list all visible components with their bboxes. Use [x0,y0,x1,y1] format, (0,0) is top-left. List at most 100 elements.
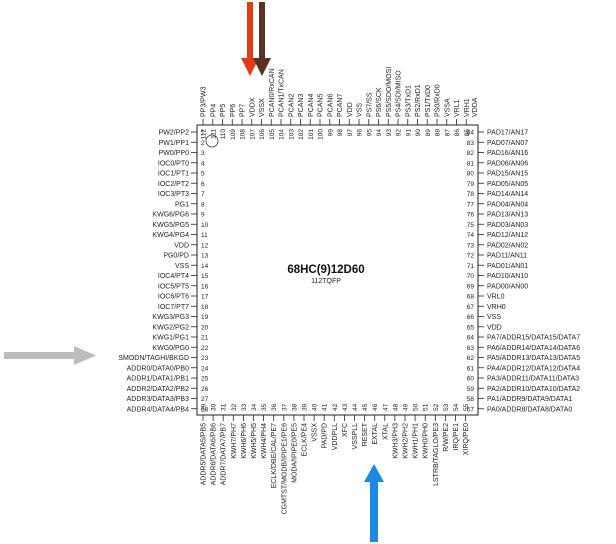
bottom-pins: 29ADDR5/DATA5/PB530ADDR6/DATA6/PB631ADDR… [201,403,471,514]
top-pins: 112PP3/PW3111PP4110PP5109PP6108PP7107VDD… [201,67,480,140]
top-pin-number: 103 [288,129,295,140]
left-pin-label: IOC5/PT5 [158,283,189,290]
left-pin-number: 23 [201,355,209,362]
brown-arrow [253,2,271,76]
top-pin-label: PP7 [240,104,247,117]
left-pin-label: PW2/PP2 [159,130,189,137]
right-pin-label: VDD [487,324,502,331]
top-pin-number: 98 [337,129,344,137]
left-pin-number: 2 [201,140,205,147]
right-pin-label: PA1/ADDR9/DATA9/DATA1 [487,396,572,403]
bottom-pin-label: KWH4/PH4 [261,423,268,459]
left-pin-number: 21 [201,335,209,342]
bottom-pin-number: 53 [443,403,450,411]
bottom-pin-number: 43 [342,403,349,411]
top-pin-label: PCAN5 [318,94,325,117]
bottom-pin-number: 42 [332,403,339,411]
right-pin-number: 80 [467,171,475,178]
right-pin-number: 82 [467,150,475,157]
right-pin-number: 61 [467,365,475,372]
left-pin-number: 4 [201,160,205,167]
top-pin-number: 96 [357,129,364,137]
left-pin-number: 17 [201,294,209,301]
top-pin-number: 89 [425,129,432,137]
bottom-pin-label: XTAL [382,423,389,440]
top-pin-label: PCAN4 [308,94,315,117]
top-pin-number: 101 [308,129,315,140]
right-pin-number: 66 [467,314,475,321]
left-pin-number: 26 [201,386,209,393]
left-pin-number: 3 [201,150,205,157]
bottom-pin-label: XFC [342,423,349,437]
bottom-pin-label: ADDR5/DATA5/PB5 [201,423,208,485]
bottom-pin-label: KWH1/PH1 [413,423,420,459]
right-pin-label: PAD15/AN15 [487,171,528,178]
left-pin-label: ADDR1/DATA1/PB1 [127,376,189,383]
top-pin-number: 91 [405,129,412,137]
bottom-pin-number: 55 [463,403,470,411]
right-pin-label: PAD05/AN05 [487,181,528,188]
left-pin-number: 28 [201,406,209,413]
top-pin-number: 110 [220,129,227,140]
left-pin-label: IOC0/PT0 [158,160,189,167]
left-pin-label: ADDR4/DATA4/PB4 [127,406,189,413]
left-pins: 1PW2/PP22PW1/PP13PW0/PP04IOC0/PT05IOC1/P… [118,130,208,414]
top-pin-number: 105 [269,129,276,140]
top-pin-number: 109 [230,129,237,140]
top-pin-number: 92 [396,129,403,137]
bottom-pin-number: 30 [211,403,218,411]
left-pin-number: 14 [201,263,209,270]
right-pin-number: 75 [467,222,475,229]
top-pin-label: VRL1 [454,99,461,117]
bottom-pin-label: MODA/IPIPE0/PE5 [291,423,298,483]
right-pin-label: PAD01/AN01 [487,263,528,270]
left-pin-label: KWG1/PG1 [152,335,189,342]
bottom-pin-label: RESET [362,422,369,446]
bottom-pin-number: 38 [291,403,298,411]
right-pin-label: PA0/ADDR8/DATA8/DATA0 [487,406,572,413]
bottom-pin-number: 44 [352,403,359,411]
left-pin-label: PW0/PP0 [159,150,189,157]
top-pin-number: 94 [376,129,383,137]
right-pin-number: 67 [467,304,475,311]
top-pin-label: PS4/SDI/MISO [396,70,403,117]
right-pin-number: 58 [467,396,475,403]
top-pin-label: PS6/SCK [376,87,383,117]
bottom-pin-label: VSSPLL [352,423,359,450]
blue-arrow [364,464,384,542]
left-pin-label: PG0/PD [163,253,189,260]
bottom-pin-label: XIRQ/PE0 [463,423,470,455]
left-pin-label: VSS [175,263,189,270]
right-pin-number: 74 [467,232,475,239]
left-pin-label: KWG4/PG4 [152,232,189,239]
top-pin-label: PCAN0/RxCAN [269,68,276,117]
chip-body [196,124,479,416]
top-pin-label: VDDX [249,97,256,117]
top-pin-number: 86 [454,129,461,137]
right-pin-label: PA4/ADDR12/DATA12/DATA4 [487,365,580,372]
top-pin-number: 87 [444,129,451,137]
right-pin-number: 84 [467,130,475,137]
right-pin-label: PAD04/AN04 [487,201,528,208]
top-pin-label: PCAN1/TxCAN [279,69,286,117]
right-pin-label: VRH0 [487,304,506,311]
bottom-pin-label: ADDR7/DATA7/PB7 [221,423,228,485]
left-pin-number: 11 [201,232,208,239]
bottom-pin-number: 35 [261,403,268,411]
right-pin-label: PAD07/AN07 [487,140,528,147]
bottom-pin-number: 45 [362,403,369,411]
right-pin-number: 68 [467,294,475,301]
bottom-pin-number: 51 [423,403,430,411]
right-pin-number: 81 [467,160,475,167]
left-pin-number: 19 [201,314,209,321]
bottom-pin-number: 29 [201,403,208,411]
right-pin-label: PAD06/AN06 [487,160,528,167]
right-pin-label: PAD02/AN02 [487,242,528,249]
top-pin-number: 90 [415,129,422,137]
top-pin-label: VSSA [444,98,451,117]
left-pin-number: 12 [201,242,209,249]
left-pin-number: 22 [201,345,209,352]
bottom-pin-label: R/W/PE2 [443,423,450,452]
left-pin-label: SMODN/TAGHI/BKGD [118,355,189,362]
top-pin-label: VRH1 [464,98,471,117]
